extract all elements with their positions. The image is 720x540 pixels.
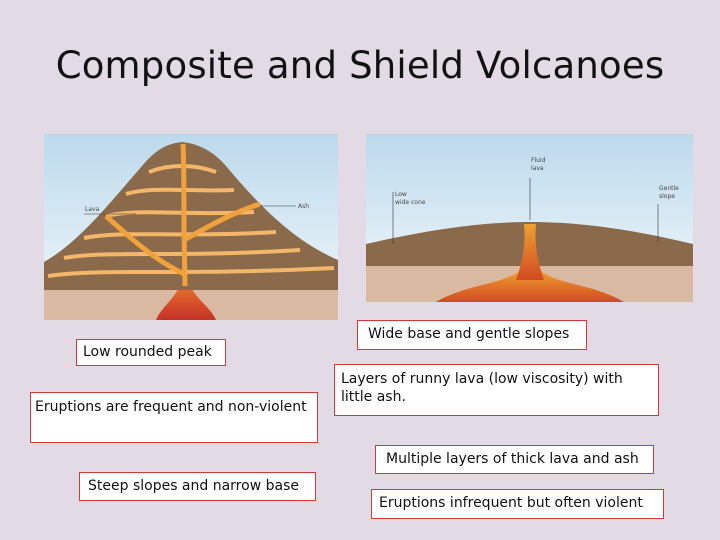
svg-text:lava: lava xyxy=(531,165,544,172)
wide-base-box: Wide base and gentle slopes xyxy=(357,320,587,350)
svg-text:slope: slope xyxy=(659,193,675,200)
runny-lava-box: Layers of runny lava (low viscosity) wit… xyxy=(334,364,659,416)
low-wide-cone-label: Low xyxy=(395,191,407,198)
frequent-nonviolent-box: Eruptions are frequent and non-violent xyxy=(30,392,318,443)
fluid-lava-label: Fluid xyxy=(531,157,546,164)
steep-slopes-box: Steep slopes and narrow base xyxy=(79,472,316,501)
composite-volcano-diagram: Lava Ash xyxy=(44,134,338,320)
multiple-layers-box: Multiple layers of thick lava and ash xyxy=(375,445,654,474)
low-rounded-peak-box: Low rounded peak xyxy=(76,339,226,366)
svg-text:wide cone: wide cone xyxy=(395,199,426,206)
shield-volcano-diagram: Fluid lava Low wide cone Gentle slope xyxy=(366,134,693,302)
slide-title: Composite and Shield Volcanoes xyxy=(0,44,720,87)
lava-label: Lava xyxy=(85,206,100,213)
ash-label: Ash xyxy=(298,203,309,210)
gentle-slope-label: Gentle xyxy=(659,185,679,192)
infrequent-violent-box: Eruptions infrequent but often violent xyxy=(371,489,664,519)
